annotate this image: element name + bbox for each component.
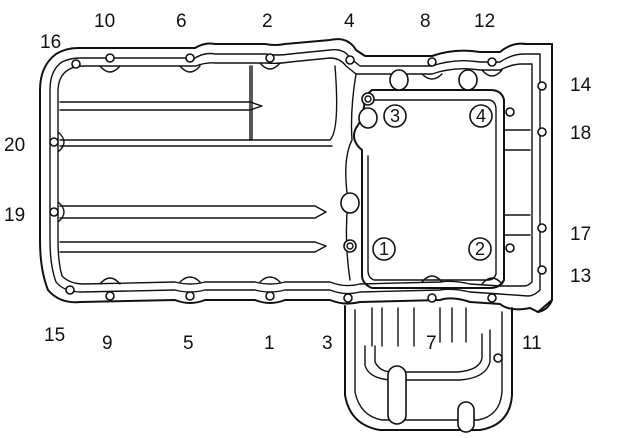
right-bracket [523, 43, 553, 313]
pickup-screen [387, 365, 407, 425]
boss-side [340, 192, 360, 214]
bolt-label-11: 11 [522, 333, 542, 354]
lower-sump-inner [354, 309, 503, 421]
boss-3-bolt [361, 92, 375, 106]
pan-flange-outer [39, 38, 553, 313]
pan-flange-inner [49, 48, 541, 297]
bolt-label-14: 14 [570, 75, 592, 96]
rib-top [59, 101, 263, 111]
circled-label-3: 3 [383, 104, 407, 128]
drain-plug [493, 353, 503, 363]
circled-label-3-text: 3 [390, 106, 400, 126]
rib-mid [59, 205, 327, 219]
boss-1-bolt [343, 239, 357, 253]
boss-3 [358, 107, 378, 129]
sump-fins [371, 307, 467, 347]
boss-1-bolt-inner [346, 242, 354, 250]
bolt-label-18: 18 [570, 123, 591, 144]
bolt-label-13: 13 [570, 266, 591, 287]
sump-plate [353, 89, 505, 289]
circled-label-4-text: 4 [476, 106, 486, 126]
bolt-label-10: 10 [94, 11, 115, 32]
bolt-label-17: 17 [570, 224, 591, 245]
pickup-tube [364, 329, 491, 381]
gasket-groove [57, 57, 533, 287]
circled-label-1-text: 1 [379, 239, 389, 259]
pickup-tube-2 [374, 333, 483, 373]
bolt-label-19: 19 [4, 205, 25, 226]
pickup-screen-2 [457, 401, 475, 433]
circled-label-2-text: 2 [475, 239, 485, 259]
flange-bosses [57, 62, 503, 285]
rib-low [59, 241, 327, 253]
bolt-label-16: 16 [40, 32, 61, 53]
lower-sump [344, 305, 513, 431]
bolt-label-3: 3 [322, 333, 333, 354]
bolt-label-8: 8 [420, 11, 431, 32]
bolt-label-6: 6 [176, 11, 187, 32]
bolt-label-7: 7 [426, 333, 437, 354]
bolt-label-4: 4 [344, 11, 355, 32]
bolt-label-20: 20 [4, 135, 25, 156]
circled-label-4: 4 [469, 104, 493, 128]
circled-label-2: 2 [468, 237, 492, 261]
boss-top-8 [389, 69, 409, 91]
bolt-label-5: 5 [183, 333, 194, 354]
bolt-label-15: 15 [44, 325, 65, 346]
rib-upper [59, 65, 338, 141]
bolt-label-2: 2 [262, 11, 273, 32]
perimeter-bolts [49, 53, 547, 303]
boss-top-12 [458, 69, 478, 91]
boss-3-bolt-inner [364, 95, 372, 103]
circled-label-1: 1 [372, 237, 396, 261]
baffle-block [249, 65, 253, 141]
bolt-label-1: 1 [264, 333, 275, 354]
bolt-label-12: 12 [474, 11, 495, 32]
right-bracket-rib [504, 129, 531, 236]
bolt-label-9: 9 [102, 333, 113, 354]
